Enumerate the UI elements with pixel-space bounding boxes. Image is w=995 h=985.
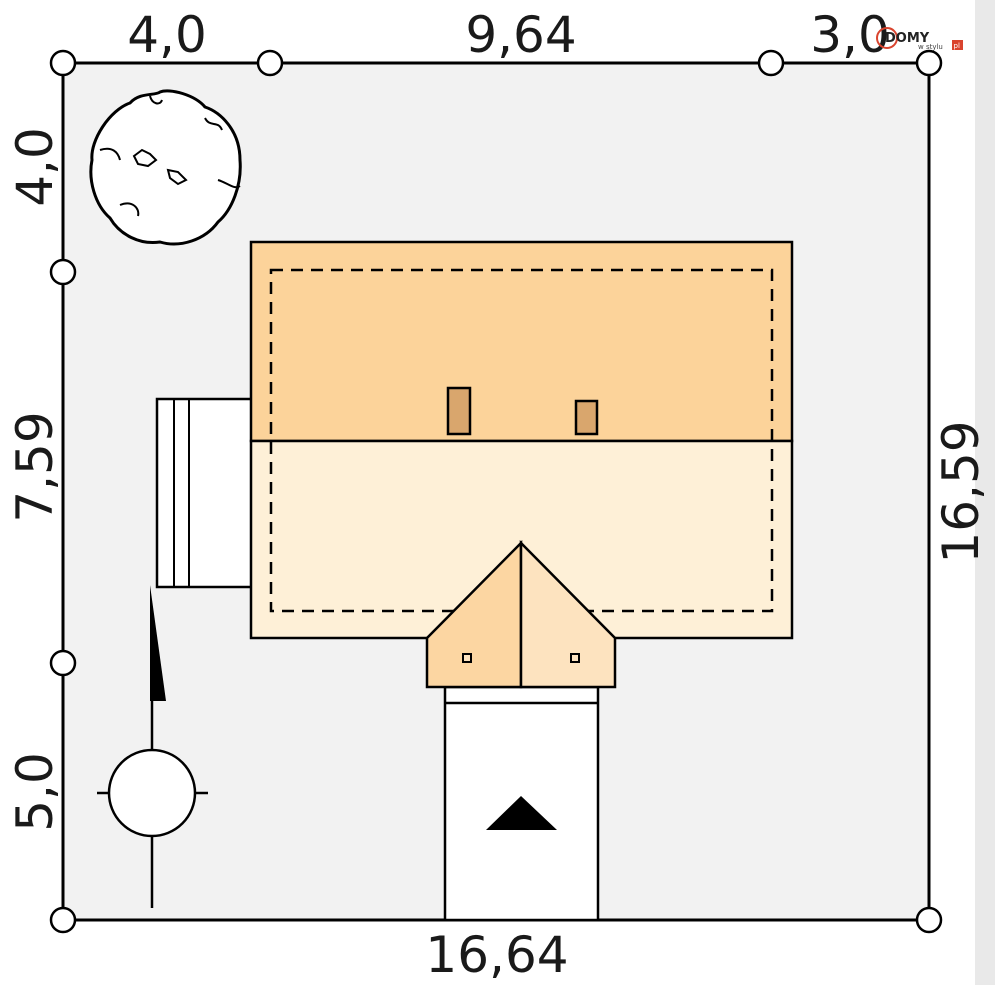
dimension-node [49, 258, 77, 286]
dimension-markers [49, 49, 943, 934]
logo-tld: pl [954, 42, 960, 50]
house-roof [249, 240, 794, 640]
dimension-node [915, 49, 943, 77]
entrance-gable [425, 539, 617, 689]
wall-outline-dashed [269, 268, 774, 613]
logo-brand: DOMY [885, 31, 930, 46]
brand-logo: DOMY w stylu pl [876, 27, 963, 51]
dimension-node [757, 49, 785, 77]
dimension-label-top-left: 4,0 [127, 6, 207, 64]
dimension-label-top-middle: 9,64 [465, 6, 576, 64]
chimney [446, 386, 472, 436]
tree-icon [89, 89, 242, 246]
roof-back-slope [249, 240, 794, 443]
dimension-label-left-bottom: 5,0 [6, 752, 64, 832]
logo-sub: w stylu [918, 43, 943, 51]
dimension-node [256, 49, 284, 77]
dimension-label-right: 16,59 [932, 420, 990, 563]
page-edge [975, 0, 995, 985]
north-arrow-icon [97, 585, 208, 908]
dimension-label-left-top: 4,0 [6, 127, 64, 207]
chimney [574, 399, 599, 436]
dimension-node [915, 906, 943, 934]
terrace [155, 397, 254, 589]
dimension-label-bottom: 16,64 [425, 926, 568, 984]
dimension-node [49, 49, 77, 77]
driveway [443, 685, 600, 922]
dimension-label-left-middle: 7,59 [6, 411, 64, 522]
dimension-node [49, 906, 77, 934]
dimension-node [49, 649, 77, 677]
entrance-arrow-icon [486, 796, 557, 830]
